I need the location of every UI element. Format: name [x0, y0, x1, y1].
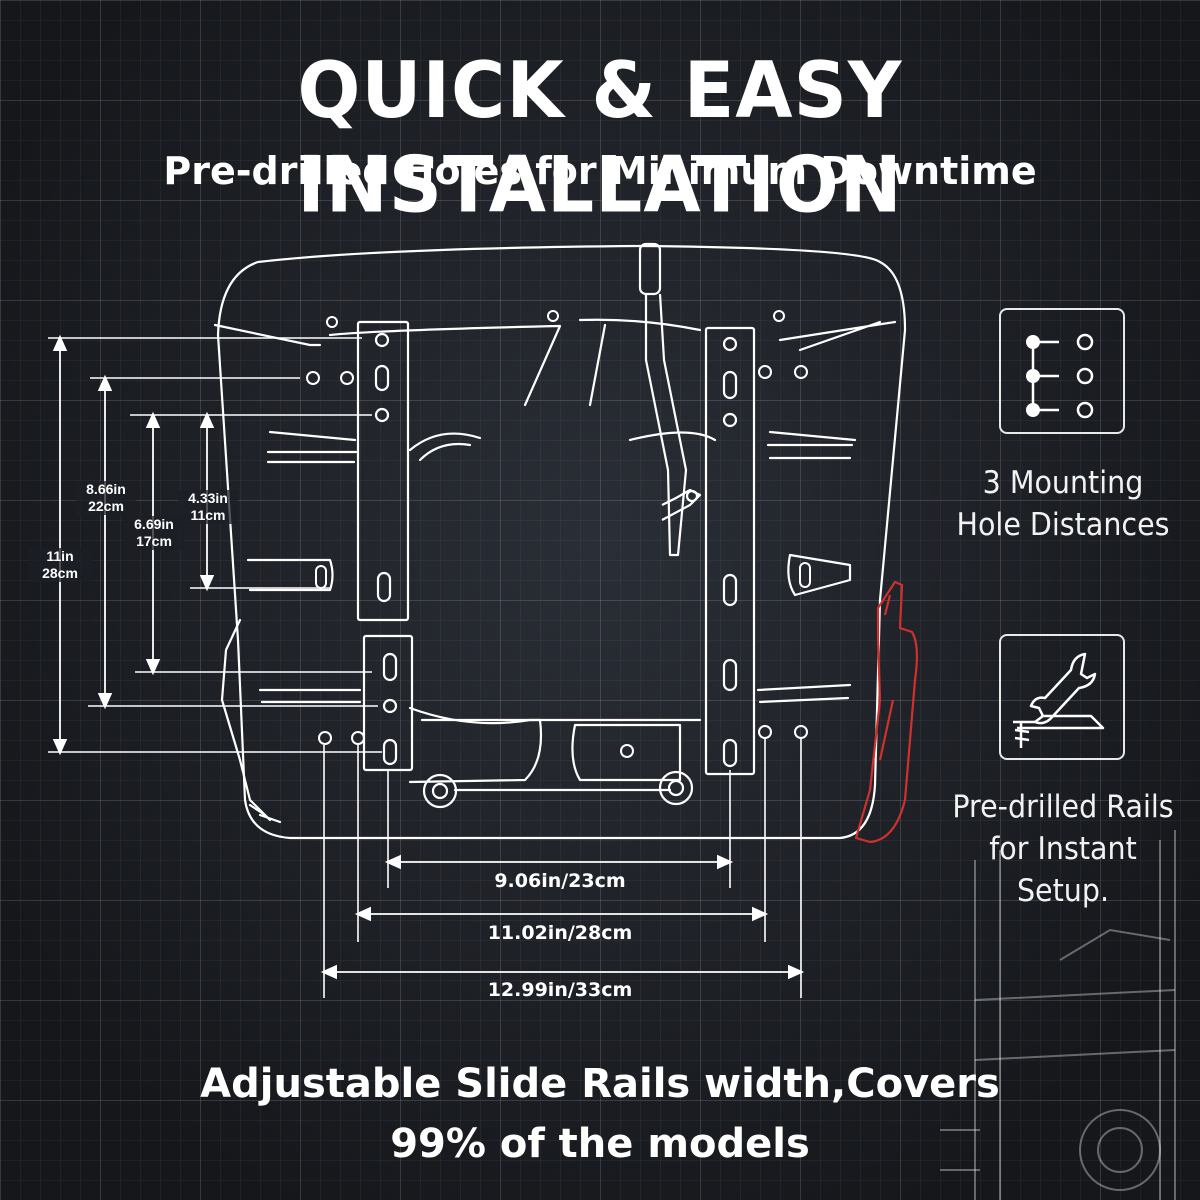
- dimension-cm: 11cm: [190, 507, 226, 523]
- pre-drilled-rails-label: Pre-drilled Rails for Instant Setup.: [952, 789, 1174, 909]
- dimension-inches: 8.66in: [86, 481, 126, 497]
- dimension-8-66in: 8.66in 22cm: [76, 481, 136, 515]
- left-rail-lower: [362, 634, 414, 772]
- page-subtitle: Pre-drilled Holes for Minimum Downtime: [163, 149, 1037, 193]
- pre-drilled-rails-feature-box: [999, 634, 1125, 760]
- dimension-inches: 6.69in: [134, 516, 174, 532]
- dimension-cm: 17cm: [136, 533, 172, 549]
- dimension-6-69in: 6.69in 17cm: [124, 516, 184, 550]
- right-rail: [704, 326, 756, 776]
- mounting-holes-label: 3 Mounting Hole Distances: [956, 465, 1170, 543]
- dimension-11-02in: 11.02in/28cm: [487, 922, 633, 944]
- horizontal-dimension-arrows: [320, 854, 805, 980]
- red-seat-switch: [854, 580, 919, 844]
- slider-knobs: [422, 770, 694, 809]
- dimension-4-33in: 4.33in 11cm: [178, 490, 238, 524]
- wrench-screw-icon: [1013, 652, 1105, 748]
- forklift-silhouette: [940, 830, 1176, 1200]
- dimension-9-06in: 9.06in/23cm: [494, 870, 626, 892]
- footer-line-1: Adjustable Slide Rails width,Covers: [200, 1061, 1000, 1107]
- footer-line-2: 99% of the models: [390, 1121, 810, 1167]
- mounting-holes-feature-box: [999, 308, 1125, 434]
- vertical-extension-lines: [48, 337, 382, 753]
- page-title: QUICK & EASY INSTALLATION: [297, 45, 903, 231]
- adjust-lever: [638, 242, 702, 557]
- dimension-11in: 11in 28cm: [28, 548, 92, 582]
- seat-holes: [306, 310, 811, 758]
- horizontal-extension-lines: [323, 738, 802, 998]
- dimension-inches: 11in: [46, 548, 74, 564]
- dimension-12-99in: 12.99in/33cm: [487, 979, 633, 1001]
- left-rail-upper: [356, 320, 410, 622]
- dimension-cm: 28cm: [42, 565, 78, 581]
- dimension-cm: 22cm: [88, 498, 124, 514]
- dimension-inches: 4.33in: [188, 490, 228, 506]
- mounting-holes-icon: [1026, 333, 1094, 419]
